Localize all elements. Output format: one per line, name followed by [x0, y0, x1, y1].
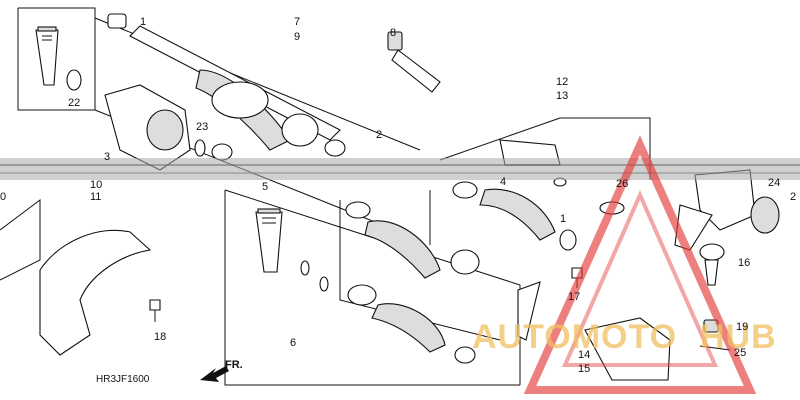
- callout-label: 16: [738, 257, 750, 269]
- grease-tube-low: [517, 281, 541, 341]
- inner-cv-joint: [104, 84, 233, 171]
- callout-label: 7: [294, 16, 300, 28]
- callout-label: 12: [556, 76, 568, 88]
- callout-label: 19: [736, 321, 748, 333]
- callout-label: 11: [90, 191, 101, 203]
- callout-label: 6: [290, 337, 296, 349]
- watermark-right-text: HUB: [700, 318, 777, 356]
- callout-label: 25: [734, 347, 746, 359]
- callout-label: 4: [500, 176, 506, 188]
- callout-label: 23: [196, 121, 208, 133]
- callout-label: 3: [104, 151, 110, 163]
- scan-noise-band: [0, 158, 800, 180]
- diagram-code: HR3JF1600: [96, 374, 150, 385]
- callout-label: 8: [390, 27, 396, 39]
- watermark-left-text: AUTOMOTO: [472, 318, 677, 356]
- callout-label: 13: [556, 90, 568, 102]
- callout-label: 22: [68, 97, 80, 109]
- callout-label: 2: [376, 129, 382, 141]
- callout-label: 1: [560, 213, 566, 225]
- callout-label: 18: [154, 331, 166, 343]
- direction-label: FR.: [225, 359, 243, 371]
- callout-label: 2: [790, 191, 796, 203]
- drive-shaft-top: [107, 13, 346, 157]
- guard-plate-left: [39, 229, 152, 356]
- callout-label: 1: [140, 16, 146, 28]
- callout-label: 17: [568, 291, 580, 303]
- watermark: AUTOMOTO HUB: [472, 135, 777, 394]
- axle-boot-mid: [345, 201, 480, 364]
- spline-shaft: [387, 31, 441, 93]
- grease-tube-top: [35, 26, 59, 86]
- front-direction-arrow: FR.: [200, 359, 243, 382]
- callout-label: 10: [90, 179, 102, 191]
- callout-label: 5: [262, 181, 268, 193]
- axle-boot-right: [452, 139, 577, 251]
- callout-label: 9: [294, 31, 300, 43]
- guard-plate-right: [584, 317, 671, 381]
- callout-label: 14: [578, 349, 590, 361]
- callout-label: 0: [0, 191, 6, 203]
- bolts: [149, 267, 731, 351]
- steering-knuckle: [674, 169, 780, 333]
- callout-label: 26: [616, 178, 628, 190]
- grease-tube-mid: [255, 208, 283, 273]
- callout-label: 15: [578, 363, 590, 375]
- callout-label: 24: [768, 177, 780, 189]
- callout-labels: 1 22 7 9 8 3 23 2 12 13 4 26 24 2 10 11 …: [0, 16, 796, 375]
